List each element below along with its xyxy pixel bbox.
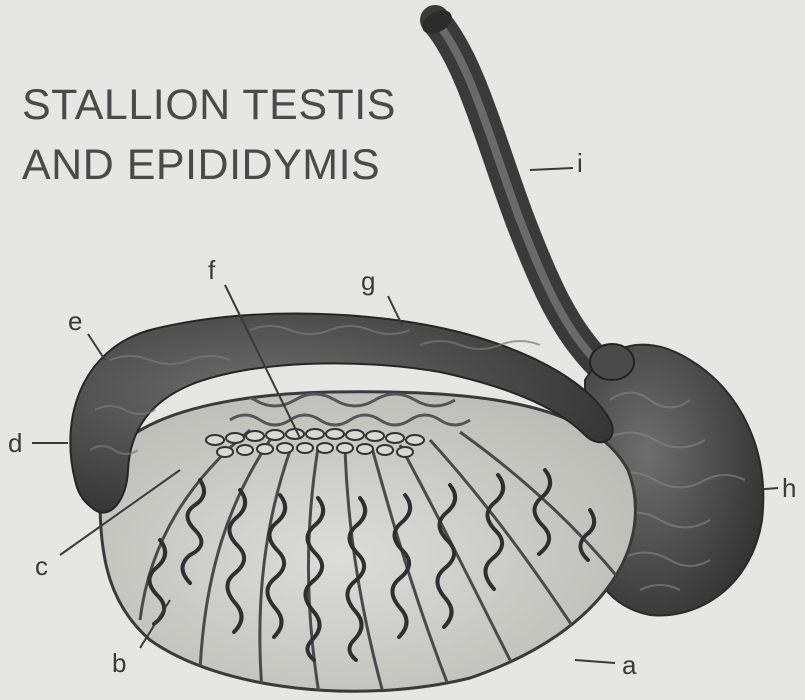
label-g: g xyxy=(361,268,375,294)
label-i: i xyxy=(577,150,583,176)
label-d: d xyxy=(8,430,22,456)
ductus-deferens xyxy=(435,20,600,365)
label-c: c xyxy=(35,553,48,579)
label-e: e xyxy=(68,308,82,334)
label-a: a xyxy=(622,652,636,678)
label-h: h xyxy=(782,475,796,501)
label-f: f xyxy=(208,257,215,283)
label-b: b xyxy=(112,650,126,676)
